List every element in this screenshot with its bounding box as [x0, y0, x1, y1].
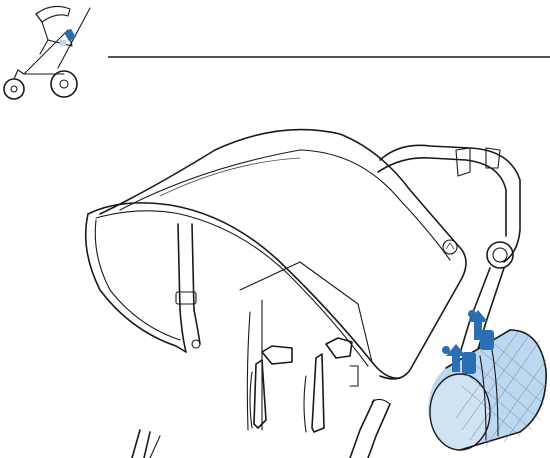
- stroller-thumbnail-icon: [3, 5, 91, 100]
- cup-holder-accessory-icon: [428, 310, 547, 451]
- attach-arrow-icon: [446, 310, 488, 372]
